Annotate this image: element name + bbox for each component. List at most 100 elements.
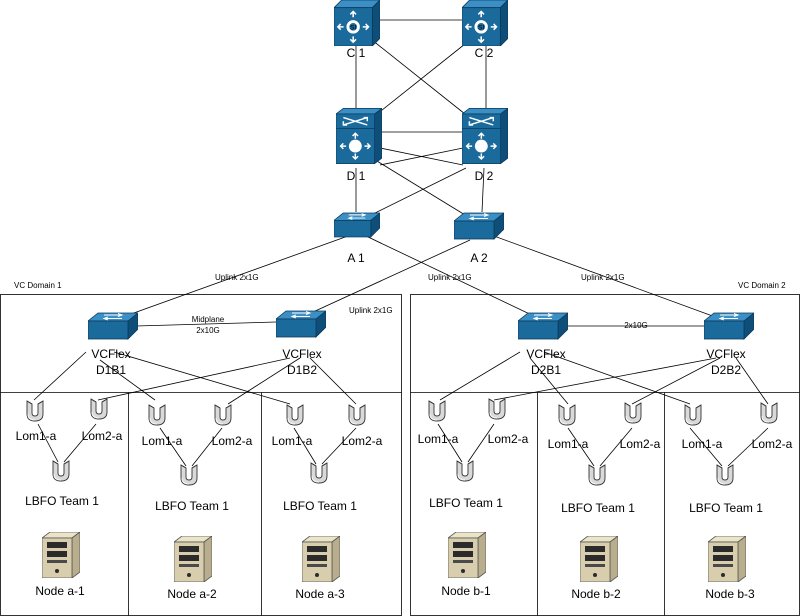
nic-icon <box>26 400 44 422</box>
uplink-label: Uplink 2x1G <box>349 306 393 315</box>
links <box>33 19 769 467</box>
nic-label: Lom1-a <box>16 429 57 443</box>
node-label: Node a-2 <box>167 587 217 601</box>
workgroup-switch-icon <box>518 312 568 340</box>
interconnect-label: 2x10G <box>624 321 648 330</box>
team-label: LBFO Team 1 <box>283 499 357 513</box>
vcflex-switch-id: D2B2 <box>711 363 741 377</box>
link-d1-a2 <box>371 157 471 219</box>
nic-label: Lom2-a <box>342 434 383 448</box>
nic-icon <box>428 400 446 422</box>
vc-domain-label: VC Domain 2 <box>738 281 786 290</box>
distribution-switch-label: D 2 <box>475 169 494 183</box>
nic-label: Lom1-a <box>142 434 183 448</box>
vcflex-switch-id: D1B1 <box>96 363 126 377</box>
access-switch-a1[interactable]: A 1 <box>334 212 380 265</box>
distribution-switch-d1[interactable]: D 1 <box>336 108 382 183</box>
link-d1b1-d1b2 <box>135 321 277 327</box>
vcflex-switch-name: VCFlex <box>282 347 321 361</box>
nic-team-icon <box>456 460 474 482</box>
host-node-a-3[interactable]: Lom1-a Lom2-a LBFO Team 1 Node a-3 <box>272 404 383 601</box>
nic-icon <box>488 398 506 420</box>
vcflex-switch-id: D1B2 <box>287 363 317 377</box>
node-label: Node a-3 <box>295 587 345 601</box>
nic-icon <box>90 398 108 420</box>
link-a2-d2b2 <box>493 235 719 319</box>
vcflex-switch-d1b1[interactable]: VCFlex D1B1 <box>88 312 138 377</box>
link-d2-a1 <box>364 167 467 219</box>
nic-icon <box>148 404 166 426</box>
workgroup-switch-icon <box>704 312 754 340</box>
core-switch-c1[interactable]: C 1 <box>334 0 380 60</box>
midplane-speed-label: 2x10G <box>196 326 220 335</box>
nic-team-icon <box>716 464 734 486</box>
layer3-switch-icon <box>336 108 382 164</box>
nic-team-icon <box>52 460 70 482</box>
team-label: LBFO Team 1 <box>155 499 229 513</box>
host-node-a-1[interactable]: Lom1-a Lom2-a LBFO Team 1 Node a-1 <box>16 398 123 598</box>
workgroup-switch-icon <box>454 212 504 240</box>
server-icon <box>174 536 212 582</box>
access-switch-a2[interactable]: A 2 <box>454 212 504 265</box>
uplink-label: Uplink 2x1G <box>215 273 259 282</box>
nic-icon <box>348 404 366 426</box>
workgroup-switch-icon <box>276 310 326 338</box>
core-switch-label: C 1 <box>347 46 366 60</box>
server-icon <box>302 536 340 582</box>
server-icon <box>708 536 746 582</box>
nic-icon <box>760 402 778 424</box>
link-a2-d1b2 <box>299 239 471 319</box>
core-switch-c2[interactable]: C 2 <box>462 0 508 60</box>
server-icon <box>448 532 486 578</box>
server-icon <box>580 536 618 582</box>
nic-icon <box>214 404 232 426</box>
core-switch-icon <box>462 0 508 46</box>
nic-label: Lom1-a <box>682 437 723 451</box>
workgroup-switch-icon <box>88 312 138 340</box>
node-label: Node b-3 <box>705 587 755 601</box>
nic-team-icon <box>180 464 198 486</box>
nic-label: Lom2-a <box>488 432 529 446</box>
node-label: Node a-1 <box>35 584 85 598</box>
vcflex-switch-d2b1[interactable]: VCFlex D2B1 <box>518 312 568 377</box>
vcflex-switch-id: D2B1 <box>531 363 561 377</box>
core-switch-label: C 2 <box>475 46 494 60</box>
nic-icon <box>624 402 642 424</box>
nic-label: Lom1-a <box>548 437 589 451</box>
layer3-switch-icon <box>462 108 508 164</box>
nic-label: Lom1-a <box>418 432 459 446</box>
distribution-switch-label: D 1 <box>347 169 366 183</box>
link-c2-d1 <box>371 39 471 119</box>
access-switch-label: A 2 <box>470 251 488 265</box>
workgroup-switch-icon <box>334 212 380 238</box>
nic-label: Lom2-a <box>82 429 123 443</box>
nic-label: Lom1-a <box>272 434 313 448</box>
vcflex-switch-d1b2[interactable]: VCFlex D1B2 <box>276 310 326 377</box>
host-node-a-2[interactable]: Lom1-a Lom2-a LBFO Team 1 Node a-2 <box>142 404 253 601</box>
nic-icon <box>558 404 576 426</box>
host-node-b-1[interactable]: Lom1-a Lom2-a LBFO Team 1 Node b-1 <box>418 398 529 598</box>
access-switch-label: A 1 <box>347 251 365 265</box>
nic-team-icon <box>588 464 606 486</box>
host-node-b-2[interactable]: Lom1-a Lom2-a LBFO Team 1 Node b-2 <box>548 402 661 601</box>
node-label: Node b-2 <box>571 587 621 601</box>
midplane-label: Midplane <box>192 315 225 324</box>
vcflex-switch-d2b2[interactable]: VCFlex D2B2 <box>704 312 754 377</box>
distribution-switch-d2[interactable]: D 2 <box>462 108 508 183</box>
core-switch-icon <box>334 0 380 46</box>
nic-icon <box>684 404 702 426</box>
link-a1-d2b1 <box>365 235 539 319</box>
link-a1-d1b1 <box>119 235 349 319</box>
vcflex-switch-name: VCFlex <box>526 347 565 361</box>
nic-team-icon <box>310 462 328 484</box>
node-label: Node b-1 <box>441 584 491 598</box>
link-d1-d2-cross <box>379 147 464 166</box>
vcflex-switch-name: VCFlex <box>706 347 745 361</box>
nic-label: Lom2-a <box>752 437 793 451</box>
vcflex-switch-name: VCFlex <box>91 347 130 361</box>
vc-domain-label: VC Domain 1 <box>14 281 62 290</box>
host-node-b-3[interactable]: Lom1-a Lom2-a LBFO Team 1 Node b-3 <box>682 402 793 601</box>
team-label: LBFO Team 1 <box>689 501 763 515</box>
nic-label: Lom2-a <box>212 434 253 448</box>
